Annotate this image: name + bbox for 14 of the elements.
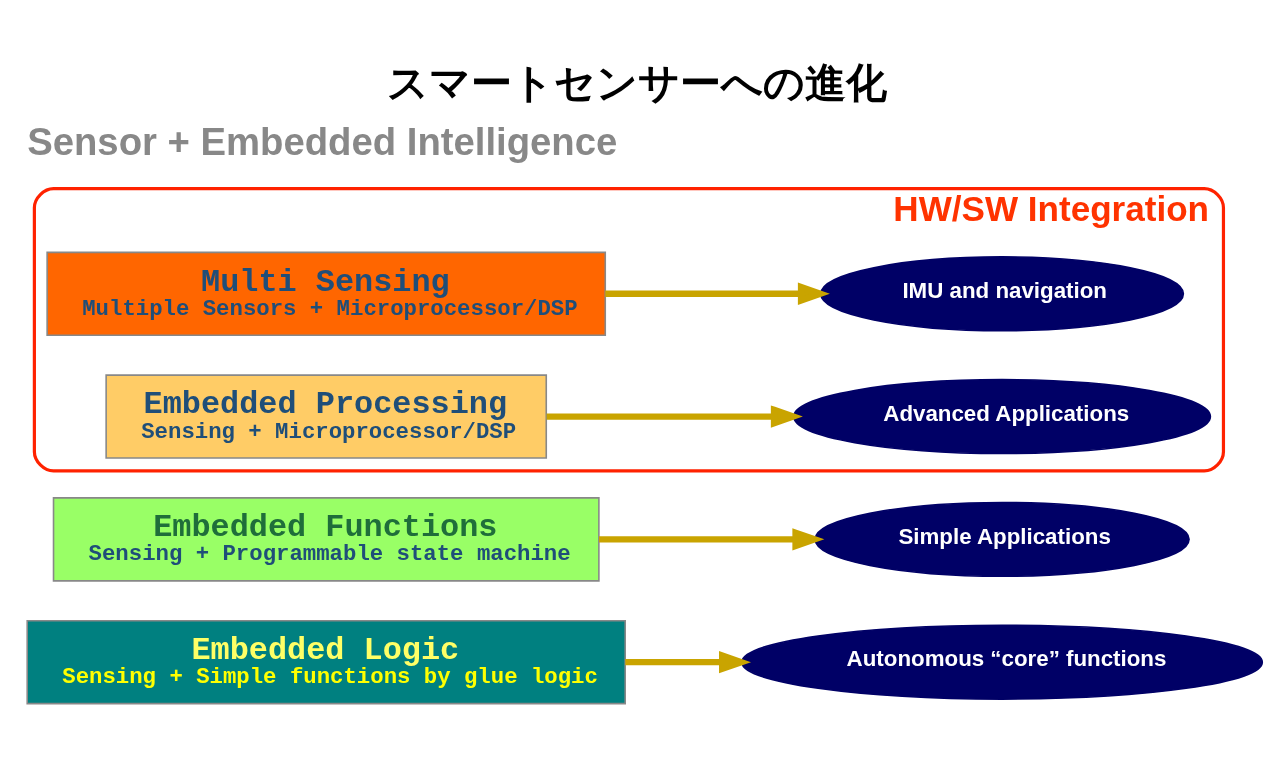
arrow <box>546 405 803 428</box>
arrow <box>605 282 830 305</box>
node-box: Multi Sensing Multiple Sensors + Microprocessor/DSP <box>46 251 607 337</box>
node-ellipse: Advanced Applications <box>792 378 1212 455</box>
arrow <box>599 528 825 551</box>
node-ellipse: Autonomous “core” functions <box>741 624 1264 700</box>
node-box: Embedded Functions Sensing + Programmable state machine <box>52 497 600 582</box>
node-ellipse: Simple Applications <box>814 501 1190 578</box>
node-box: Embedded Processing Sensing + Microprocessor/DSP <box>105 374 548 459</box>
diagram-title: スマートセンサーへの進化 <box>386 59 887 108</box>
arrow <box>625 650 751 674</box>
node-ellipse: IMU and navigation <box>820 256 1185 332</box>
label: Sensor + Embedded Intelligence <box>27 120 618 164</box>
node-box: Embedded Logic Sensing + Simple functions by glue logic <box>26 619 626 705</box>
